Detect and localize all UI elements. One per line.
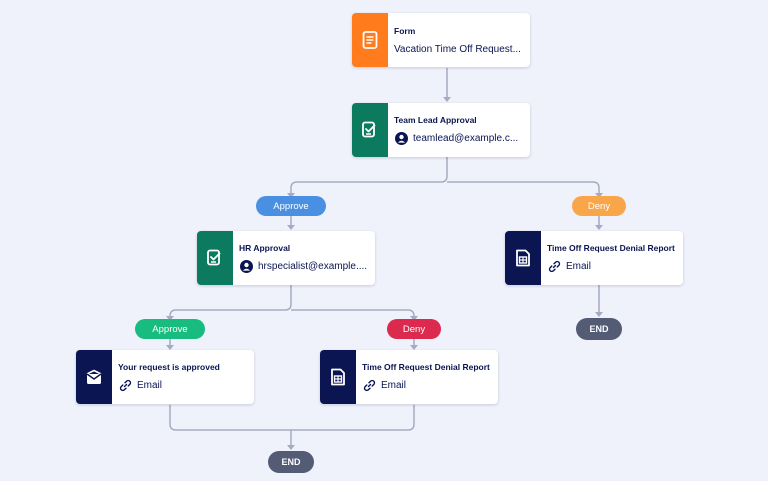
form-node-badge [352,13,388,67]
hr-approval-node[interactable]: HR Approval hrspecialist@example.... [197,231,375,285]
end-node-bottom[interactable]: END [268,451,314,473]
arrowhead-approve2 [166,316,174,321]
report-sheet-icon [331,368,345,386]
denial-top-node-title: Time Off Request Denial Report [547,242,675,253]
approve-branch-pill-2[interactable]: Approve [135,319,205,339]
team-lead-approval-node[interactable]: Team Lead Approval teamlead@example.c... [352,103,530,157]
deny-branch-pill[interactable]: Deny [572,196,626,216]
arrowhead-denial-hr [410,345,418,350]
connector-teamlead-split [290,157,600,196]
hr-node-badge [197,231,233,285]
deny-branch-pill-2[interactable]: Deny [387,319,441,339]
arrowhead-end-bottom [287,445,295,450]
user-avatar-icon [239,260,253,274]
team-lead-node-email: teamlead@example.c... [413,133,519,144]
arrowhead-approved-email [166,345,174,350]
arrowhead-hr [287,225,295,230]
link-icon [118,379,132,393]
user-avatar-icon [394,132,408,146]
form-node-title: Form [394,25,416,36]
approval-check-icon [207,249,221,266]
arrowhead-denial-top [595,225,603,230]
inbox-icon [86,369,102,384]
document-icon [362,31,378,49]
approved-email-node-title: Your request is approved [118,361,220,372]
denial-top-node-badge [505,231,541,285]
denial-report-node-hr[interactable]: Time Off Request Denial Report Email [320,350,498,404]
arrowhead-approve1 [287,193,295,198]
form-node-subtitle: Vacation Time Off Request... [394,43,521,55]
denial-top-node-channel: Email [566,261,592,272]
request-approved-email-node[interactable]: Your request is approved Email [76,350,254,404]
denial-hr-node-channel: Email [381,380,407,391]
denial-hr-node-title: Time Off Request Denial Report [362,361,490,372]
hr-node-email: hrspecialist@example.... [258,261,368,272]
connector-hr-split [169,285,415,319]
denial-report-node-top[interactable]: Time Off Request Denial Report Email [505,231,683,285]
link-icon [547,260,561,274]
approve-branch-pill[interactable]: Approve [256,196,326,216]
approved-email-node-badge [76,350,112,404]
approved-email-node-channel: Email [137,380,163,391]
team-lead-node-badge [352,103,388,157]
approval-check-icon [362,121,376,138]
arrowhead-end-right [595,312,603,317]
arrowhead-deny2 [410,316,418,321]
connector-merge-end [169,405,415,446]
team-lead-node-title: Team Lead Approval [394,114,477,125]
form-node[interactable]: Form Vacation Time Off Request... [352,13,530,67]
arrowhead-deny1 [595,193,603,198]
arrowhead-teamlead [443,97,451,102]
denial-hr-node-badge [320,350,356,404]
report-sheet-icon [516,249,530,267]
link-icon [362,379,376,393]
hr-node-title: HR Approval [239,242,291,253]
end-node-right[interactable]: END [576,318,622,340]
